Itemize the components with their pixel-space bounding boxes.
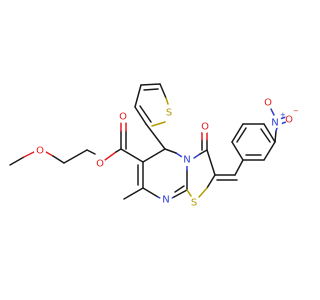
ring-nitrogen-label: N bbox=[162, 195, 169, 206]
bridgehead-nitrogen-label: N bbox=[183, 155, 190, 166]
ester-group bbox=[104, 122, 144, 163]
nitro-nitrogen-charge: + bbox=[280, 111, 286, 119]
thiophene-ring bbox=[134, 83, 169, 150]
nitro-oxygen-charge: − bbox=[293, 107, 299, 115]
pyrimidine-ring bbox=[123, 148, 188, 200]
carbonyl-oxygen-label: O bbox=[119, 112, 127, 123]
thiazolidinone-ring bbox=[186, 131, 216, 198]
thiazole-sulfur-label: S bbox=[191, 198, 197, 209]
methoxyethyl-chain bbox=[9, 149, 96, 166]
molecule-canvas: O O O O S S N N N + O O − bbox=[9, 83, 299, 209]
nitro-oxygen-label-top: O bbox=[264, 98, 272, 109]
ether-oxygen-label: O bbox=[36, 146, 44, 157]
nitro-oxygen-label-right: O bbox=[285, 115, 293, 126]
ketone-oxygen-label: O bbox=[201, 122, 209, 133]
structure-diagram: O O O O S S N N N + O O − bbox=[9, 83, 299, 209]
thiophene-sulfur-label: S bbox=[166, 108, 172, 119]
nitrobenzylidene-group bbox=[214, 108, 287, 181]
ester-oxygen-label: O bbox=[96, 159, 104, 170]
nitro-nitrogen-label: N bbox=[271, 118, 278, 129]
atom-labels: O O O O S S N N N + O O − bbox=[34, 97, 299, 209]
